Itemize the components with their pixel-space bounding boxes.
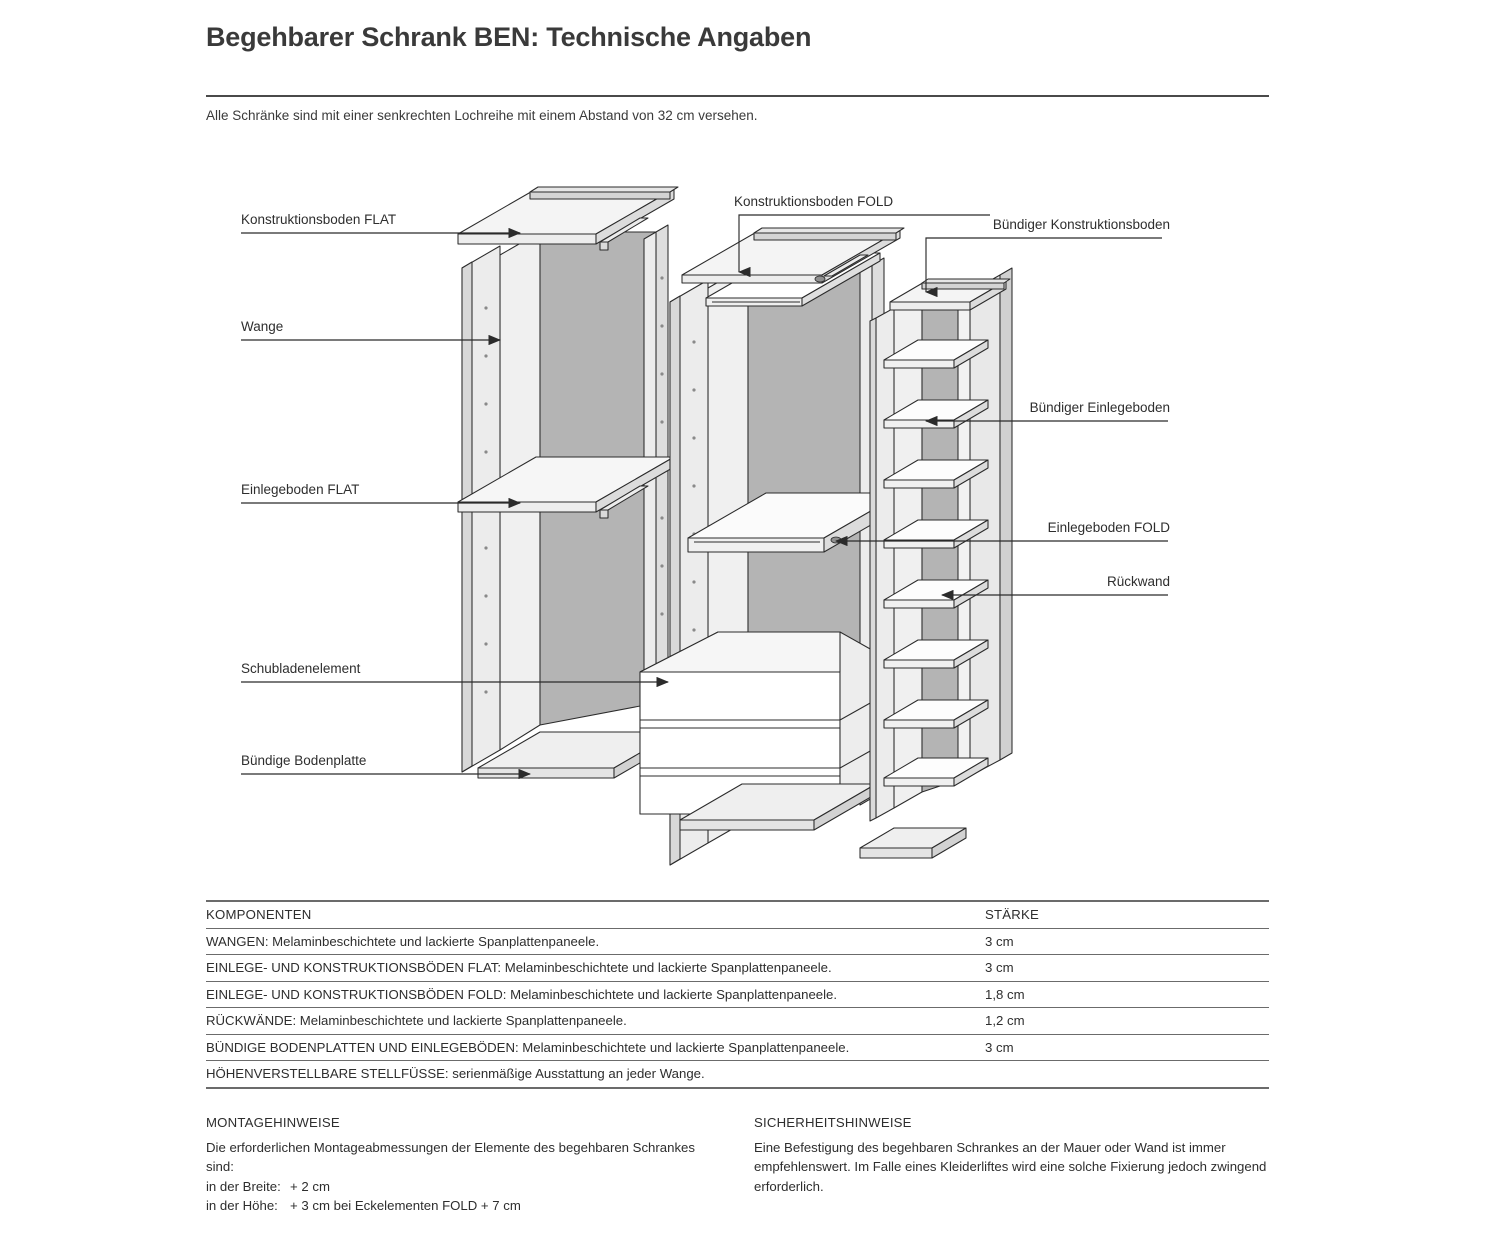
table-row: BÜNDIGE BODENPLATTEN UND EINLEGEBÖDEN: M…: [206, 1033, 1269, 1061]
table-row: EINLEGE- UND KONSTRUKTIONSBÖDEN FLAT: Me…: [206, 954, 1269, 981]
safety-notes-heading: SICHERHEITSHINWEISE: [754, 1115, 912, 1130]
cell-thickness: 3 cm: [985, 1039, 1014, 1055]
page-title: Begehbarer Schrank BEN: Technische Angab…: [206, 22, 812, 52]
cabinet-isometric-svg: [241, 186, 1168, 866]
cell-component: RÜCKWÄNDE: Melaminbeschichtete und lacki…: [206, 1013, 627, 1028]
diagram-label-buendige-bodenplatte: Bündige Bodenplatte: [241, 753, 367, 768]
cell-thickness: 1,2 cm: [985, 1013, 1025, 1028]
assembly-width-key: in der Breite:: [206, 1178, 281, 1194]
header-divider: [206, 95, 1269, 97]
diagram-label-rueckwand: Rückwand: [1106, 574, 1170, 589]
assembly-height-line: in der Höhe: + 3 cm bei Eckelementen FOLD…: [206, 1196, 726, 1216]
safety-notes-body: Eine Befestigung des begehbaren Schranke…: [754, 1139, 1267, 1194]
diagram-label-konstruktionsboden-fold: Konstruktionsboden FOLD: [734, 194, 894, 209]
diagram-label-schubladenelement: Schubladenelement: [241, 661, 361, 676]
cell-component: HÖHENVERSTELLBARE STELLFÜSSE: serienmäßi…: [206, 1066, 705, 1081]
cell-thickness: 1,8 cm: [985, 986, 1025, 1002]
leader-buendiger-konstruktionsboden: [924, 237, 1162, 298]
column-header-komponenten: KOMPONENTEN: [206, 907, 312, 922]
diagram-label-buendiger-einlegeboden: Bündiger Einlegeboden: [1029, 400, 1170, 415]
safety-notes: SICHERHEITSHINWEISE Eine Befestigung des…: [754, 1113, 1269, 1196]
assembly-notes-heading: MONTAGEHINWEISE: [206, 1115, 340, 1130]
assembly-notes-body: Die erforderlichen Montageabmessungen de…: [206, 1139, 695, 1175]
table-header-row: KOMPONENTEN STÄRKE: [206, 900, 1269, 928]
assembly-width-line: in der Breite: + 2 cm: [206, 1177, 726, 1197]
assembly-notes: MONTAGEHINWEISE Die erforderlichen Monta…: [206, 1113, 726, 1216]
assembly-height-key: in der Höhe:: [206, 1198, 278, 1213]
diagram-label-einlegeboden-fold: Einlegeboden FOLD: [1047, 520, 1170, 535]
table-row: WANGEN: Melaminbeschichtete und lackiert…: [206, 927, 1269, 955]
cell-thickness: 3 cm: [985, 960, 1014, 975]
table-row: EINLEGE- UND KONSTRUKTIONSBÖDEN FOLD: Me…: [206, 980, 1269, 1008]
table-row: RÜCKWÄNDE: Melaminbeschichtete und lacki…: [206, 1007, 1269, 1034]
cell-component: BÜNDIGE BODENPLATTEN UND EINLEGEBÖDEN: M…: [206, 1039, 850, 1055]
assembly-height-value: + 3 cm bei Eckelementen FOLD + 7 cm: [290, 1198, 521, 1213]
assembly-width-value: + 2 cm: [290, 1178, 330, 1194]
specifications-table: KOMPONENTEN STÄRKE WANGEN: Melaminbeschi…: [206, 900, 1269, 1089]
exploded-cabinet-diagram: Konstruktionsboden FLAT Wange Einlegebod…: [200, 180, 1290, 880]
table-row: HÖHENVERSTELLBARE STELLFÜSSE: serienmäßi…: [206, 1060, 1269, 1089]
cell-component: WANGEN: Melaminbeschichtete und lackiert…: [206, 933, 600, 949]
diagram-label-wange: Wange: [241, 319, 284, 334]
cell-component: EINLEGE- UND KONSTRUKTIONSBÖDEN FOLD: Me…: [206, 986, 838, 1002]
column-header-staerke: STÄRKE: [985, 907, 1039, 922]
leader-konstruktionsboden-fold: [737, 214, 990, 278]
diagram-label-einlegeboden-flat: Einlegeboden FLAT: [241, 482, 360, 497]
page-subtitle: Alle Schränke sind mit einer senkrechten…: [206, 108, 758, 123]
cell-thickness: 3 cm: [985, 933, 1014, 949]
diagram-label-buendiger-konstruktionsboden: Bündiger Konstruktionsboden: [992, 217, 1170, 232]
diagram-label-konstruktionsboden-flat: Konstruktionsboden FLAT: [241, 212, 397, 227]
cell-component: EINLEGE- UND KONSTRUKTIONSBÖDEN FLAT: Me…: [206, 960, 832, 975]
